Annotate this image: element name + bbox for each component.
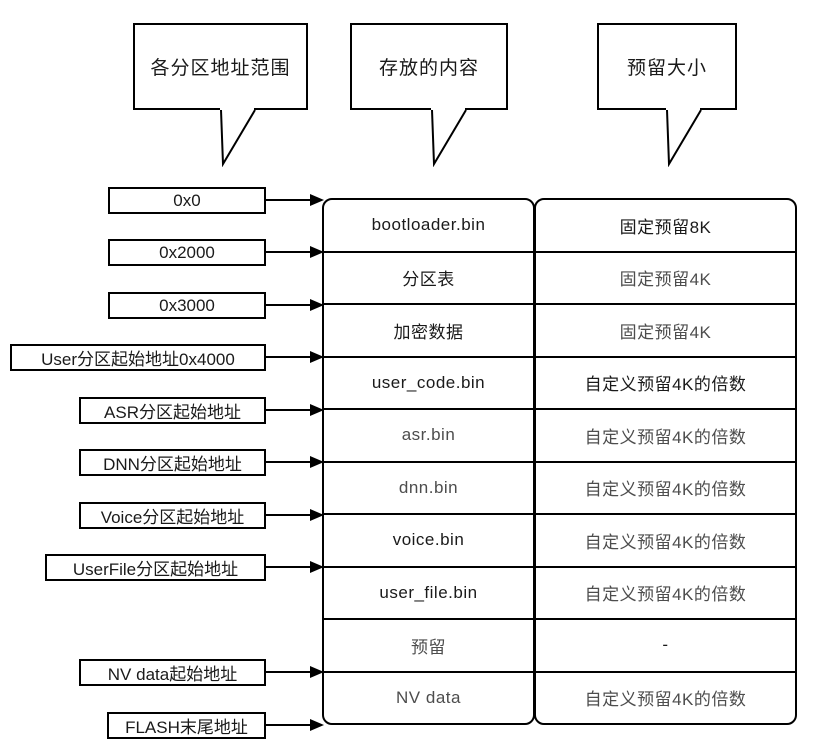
content-cell-dnn: dnn.bin xyxy=(324,460,533,514)
content-cell-encrypted-data: 加密数据 xyxy=(324,303,533,356)
size-cell-asr: 自定义预留4K的倍数 xyxy=(536,408,795,461)
callout-address-range: 各分区地址范围 xyxy=(133,23,308,110)
address-label-text: NV data起始地址 xyxy=(107,665,238,684)
content-column: bootloader.bin 分区表 加密数据 user_code.bin as… xyxy=(322,198,535,725)
arrow-connector xyxy=(265,566,311,568)
arrow-connector xyxy=(265,671,311,673)
content-cell-user-file: user_file.bin xyxy=(324,565,533,619)
address-label-text: ASR分区起始地址 xyxy=(104,403,241,422)
address-label-text: FLASH末尾地址 xyxy=(125,718,248,737)
arrow-connector xyxy=(265,514,311,516)
callout-tail xyxy=(431,107,467,167)
address-label-text: 0x0 xyxy=(173,190,201,210)
size-cell-partition-table: 固定预留4K xyxy=(536,250,795,304)
address-label-text: UserFile分区起始地址 xyxy=(72,560,239,579)
address-label-text: 0x3000 xyxy=(159,295,215,315)
arrow-right-icon xyxy=(310,194,324,206)
content-cell-nv-data: NV data xyxy=(324,670,533,724)
callout-stored-content-label: 存放的内容 xyxy=(378,58,479,79)
content-cell-reserved: 预留 xyxy=(324,618,533,671)
size-cell-voice: 自定义预留4K的倍数 xyxy=(536,513,795,566)
address-label-flash-end: FLASH末尾地址 xyxy=(107,712,266,739)
arrow-connector xyxy=(265,356,311,358)
address-label-asr-start: ASR分区起始地址 xyxy=(79,397,266,424)
address-label-0x3000: 0x3000 xyxy=(108,292,266,319)
size-cell-bootloader: 固定预留8K xyxy=(619,217,712,237)
arrow-right-icon xyxy=(310,246,324,258)
arrow-connector xyxy=(265,199,311,201)
size-column: 固定预留8K 固定预留4K 固定预留4K 自定义预留4K的倍数 自定义预留4K的… xyxy=(534,198,797,725)
size-cell-reserved: - xyxy=(536,618,795,671)
address-label-dnn-start: DNN分区起始地址 xyxy=(79,449,266,476)
address-label-text: Voice分区起始地址 xyxy=(100,508,245,527)
content-cell-voice: voice.bin xyxy=(324,513,533,566)
arrow-right-icon xyxy=(310,719,324,731)
callout-address-range-label: 各分区地址范围 xyxy=(150,58,291,79)
arrow-right-icon xyxy=(310,561,324,573)
address-label-text: 0x2000 xyxy=(159,242,215,262)
content-cell-asr: asr.bin xyxy=(324,408,533,461)
size-cell-dnn: 自定义预留4K的倍数 xyxy=(536,460,795,514)
callout-tail xyxy=(220,107,256,167)
arrow-right-icon xyxy=(310,404,324,416)
address-label-text: User分区起始地址0x4000 xyxy=(41,350,235,369)
callout-stored-content: 存放的内容 xyxy=(350,23,508,110)
arrow-right-icon xyxy=(310,299,324,311)
arrow-right-icon xyxy=(310,666,324,678)
content-cell-partition-table: 分区表 xyxy=(324,250,533,304)
callout-reserved-size: 预留大小 xyxy=(597,23,737,110)
address-label-userfile-start: UserFile分区起始地址 xyxy=(45,554,266,581)
address-label-voice-start: Voice分区起始地址 xyxy=(79,502,266,529)
size-cell-user-file: 自定义预留4K的倍数 xyxy=(536,565,795,619)
arrow-connector xyxy=(265,251,311,253)
address-label-0x2000: 0x2000 xyxy=(108,239,266,266)
size-cell-user-code: 自定义预留4K的倍数 xyxy=(536,355,795,409)
callout-tail xyxy=(666,107,702,167)
arrow-connector xyxy=(265,304,311,306)
callout-reserved-size-label: 预留大小 xyxy=(626,58,707,79)
content-cell-bootloader: bootloader.bin xyxy=(371,215,486,235)
arrow-connector xyxy=(265,409,311,411)
address-label-text: DNN分区起始地址 xyxy=(103,455,242,474)
address-label-0x0: 0x0 xyxy=(108,187,266,214)
address-label-user-start: User分区起始地址0x4000 xyxy=(10,344,266,371)
size-cell-encrypted-data: 固定预留4K xyxy=(536,303,795,356)
address-label-nvdata-start: NV data起始地址 xyxy=(79,659,266,686)
arrow-connector xyxy=(265,724,311,726)
size-cell-nv-data: 自定义预留4K的倍数 xyxy=(536,670,795,724)
content-cell-user-code: user_code.bin xyxy=(324,355,533,409)
arrow-right-icon xyxy=(310,351,324,363)
arrow-right-icon xyxy=(310,456,324,468)
arrow-right-icon xyxy=(310,509,324,521)
arrow-connector xyxy=(265,461,311,463)
